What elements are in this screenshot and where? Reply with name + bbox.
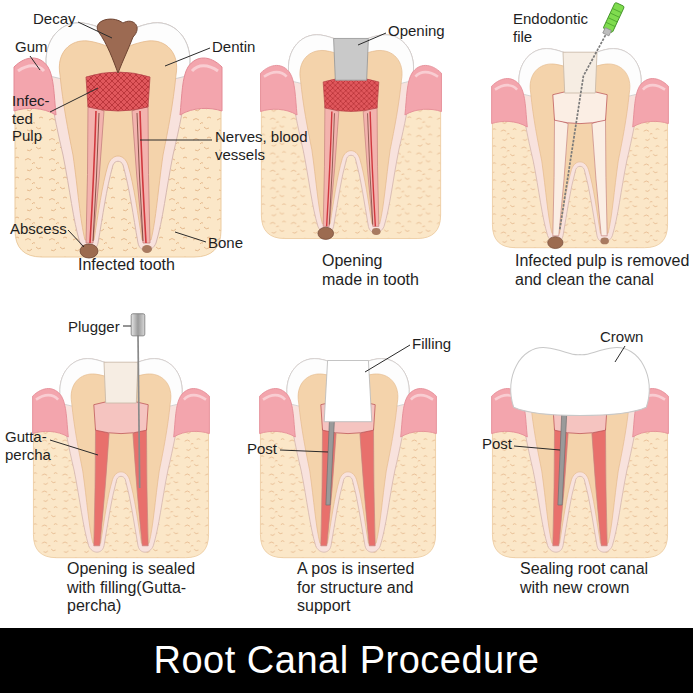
leader-line [514, 446, 560, 450]
nerve-lines [327, 112, 376, 227]
dental-crown [511, 348, 650, 416]
part-label: Post [482, 435, 522, 453]
root-canals [553, 119, 607, 236]
access-opening [563, 52, 597, 93]
file-grip [606, 8, 622, 26]
file-collar [603, 28, 612, 36]
access-opening [104, 362, 138, 403]
leader-line [78, 22, 112, 38]
part-label: Bone [208, 234, 258, 252]
step-caption: Sealing root canal with new crown [520, 560, 670, 597]
gum-tissue [261, 65, 442, 115]
part-label: Dentin [212, 38, 272, 56]
step-caption: Opening made in tooth [322, 252, 424, 289]
abscess-mark [318, 227, 381, 239]
leader-line [123, 326, 131, 327]
leader-line [68, 230, 84, 247]
leader-line [50, 440, 98, 455]
plugger-rod [138, 335, 140, 488]
pulp-chamber [94, 400, 148, 433]
part-label: Filling [412, 335, 472, 353]
leader-line [165, 48, 210, 66]
tooth-outline [287, 359, 409, 553]
part-label: Plugger [68, 318, 128, 336]
part-label: Gutta- percha [5, 428, 55, 463]
title-band [0, 628, 693, 693]
root-canals [86, 105, 150, 243]
tooth-sealed [33, 314, 210, 558]
part-label: Abscess [10, 220, 80, 238]
step-caption: Infected pulp is removed and clean the c… [515, 252, 692, 289]
file-shaft [560, 35, 606, 231]
leader-line [175, 232, 206, 242]
abscess-mark [80, 244, 152, 258]
filling-block [324, 361, 372, 422]
access-opening [334, 38, 369, 80]
leader-line [365, 345, 410, 372]
step-caption: A pos is inserted for structure and supp… [297, 560, 432, 616]
infected-pulp [86, 72, 150, 111]
leader-line [358, 33, 386, 45]
tooth-outline [519, 49, 641, 243]
diagram-title: Root Canal Procedure [0, 628, 693, 693]
tooth-crowned [492, 348, 669, 558]
leader-line [615, 346, 625, 362]
tooth-cleaning [492, 2, 669, 248]
post-rod [558, 403, 567, 505]
file-handle [601, 2, 624, 36]
part-label: Opening [388, 22, 458, 40]
part-label: Crown [600, 328, 660, 346]
infected-pulp [323, 78, 379, 112]
step-caption: Infected tooth [78, 256, 208, 275]
part-label: Infec- ted Pulp [12, 92, 54, 145]
root-canals [323, 106, 379, 226]
leader-line [50, 88, 98, 112]
abscess-mark [548, 237, 609, 249]
part-label: Gum [15, 38, 55, 56]
part-label: Decay [33, 10, 93, 28]
leader-line [30, 56, 40, 70]
nerve-lines [90, 111, 146, 243]
tooth-decay [97, 19, 137, 73]
part-label: Endodontic file [513, 10, 593, 45]
gum-tissue [33, 389, 210, 437]
step-caption: Opening is sealed with filling(Gutta- pe… [67, 560, 217, 616]
leader-line [140, 140, 212, 141]
part-label: Post [247, 440, 287, 458]
tooth-post [260, 359, 437, 558]
part-label: Nerves, blood vessels [215, 128, 315, 163]
tooth-outline [60, 359, 182, 553]
gum-tissue [260, 389, 437, 437]
leader-lines [30, 22, 625, 455]
plugger-handle [131, 314, 145, 336]
leader-line [280, 450, 328, 452]
